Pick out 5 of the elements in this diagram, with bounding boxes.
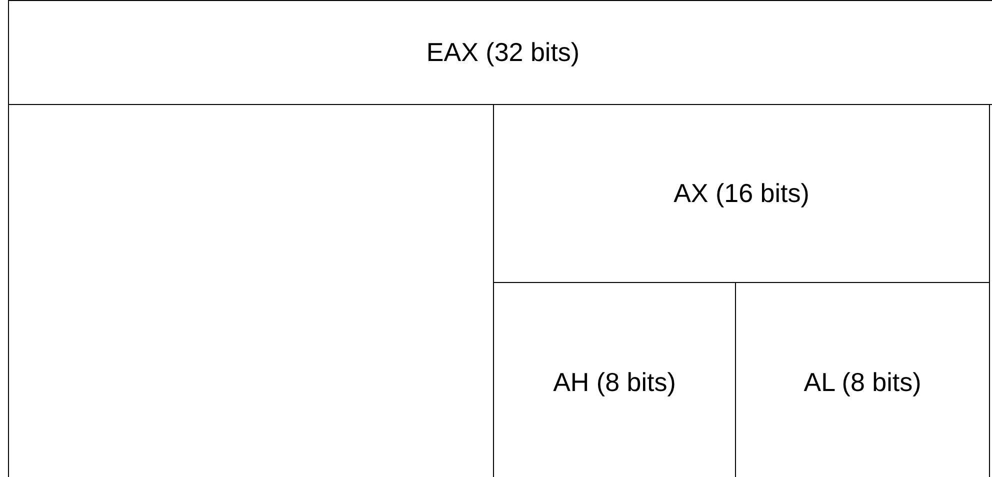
register-cell — [8, 0, 992, 105]
register-label: AL (8 bits) — [804, 367, 922, 398]
register-label: EAX (32 bits) — [426, 37, 580, 68]
register-label: AH (8 bits) — [553, 367, 676, 398]
register-label: AX (16 bits) — [674, 178, 810, 209]
